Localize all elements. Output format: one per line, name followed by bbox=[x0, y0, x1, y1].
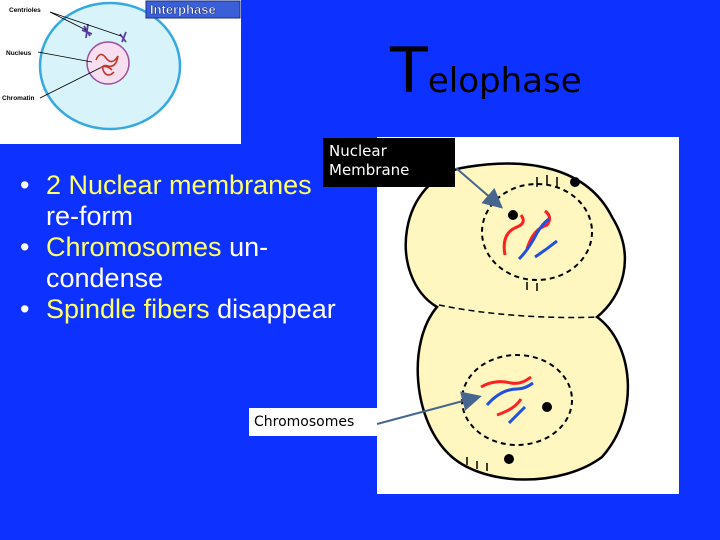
title-initial: T bbox=[390, 34, 428, 107]
bullet-highlight: Spindle fibers bbox=[46, 294, 210, 324]
slide-title: Telophase bbox=[390, 40, 582, 102]
bullet-highlight: Chromosomes bbox=[46, 232, 222, 262]
chromatin-label: Chromatin bbox=[2, 95, 35, 102]
interphase-diagram: Centrioles Nucleus Chromatin Interphase bbox=[0, 0, 241, 144]
chromosome-red bbox=[480, 375, 532, 389]
dividing-cell bbox=[404, 162, 630, 481]
chromosome-red bbox=[502, 214, 525, 256]
bullet-text: disappear bbox=[209, 294, 336, 324]
chromosome-blue bbox=[534, 239, 558, 259]
title-rest: elophase bbox=[427, 61, 582, 101]
interphase-chromatin bbox=[95, 53, 119, 76]
cleavage-furrow bbox=[438, 304, 600, 319]
centriole bbox=[570, 177, 580, 187]
bullet-text: re-form bbox=[46, 201, 133, 231]
centrioles-label: Centrioles bbox=[9, 7, 41, 14]
bullet-item: Chromosomes un-condense bbox=[20, 232, 340, 294]
interphase-banner: Interphase bbox=[150, 2, 216, 17]
bullet-item: 2 Nuclear membranes re-form bbox=[20, 170, 340, 232]
chromosome-red bbox=[525, 209, 552, 250]
nuclear-membrane-top bbox=[481, 183, 593, 281]
chromosome-red bbox=[496, 398, 523, 417]
chromosome-blue bbox=[485, 381, 534, 406]
bullet-text: un-condense bbox=[46, 232, 269, 293]
chromosome-blue bbox=[517, 217, 550, 261]
chromosomes-callout: Chromosomes bbox=[249, 408, 377, 436]
centriole bbox=[542, 402, 552, 412]
callout-line: Membrane bbox=[329, 161, 410, 179]
bullet-list: 2 Nuclear membranes re-form Chromosomes … bbox=[20, 170, 340, 325]
centriole bbox=[504, 454, 514, 464]
callout-line: Nuclear bbox=[329, 142, 387, 160]
interphase-centriole bbox=[119, 31, 127, 43]
chromosome-blue bbox=[507, 405, 527, 425]
centriole bbox=[508, 210, 518, 220]
nuclear-membrane-callout: Nuclear Membrane bbox=[323, 138, 455, 187]
bullet-highlight: 2 Nuclear membranes bbox=[46, 170, 312, 200]
interphase-nucleus bbox=[86, 41, 130, 85]
nucleus-label: Nucleus bbox=[6, 50, 32, 57]
interphase-centriole bbox=[81, 23, 93, 39]
bullet-item: Spindle fibers disappear bbox=[20, 294, 340, 325]
telophase-diagram bbox=[377, 137, 679, 494]
